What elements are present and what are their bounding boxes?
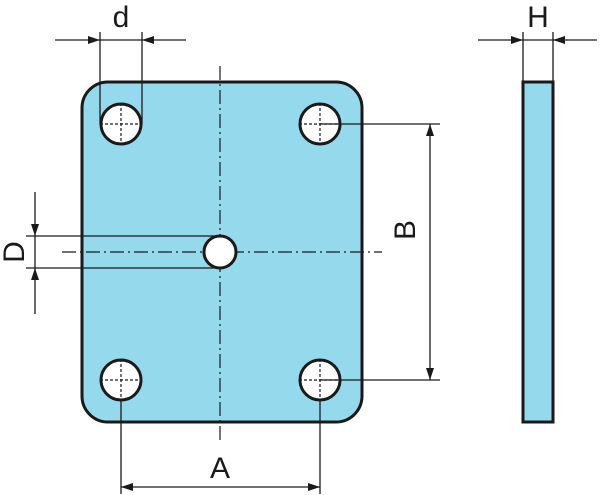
dimension-B: B (320, 123, 440, 381)
dimension-A: A (120, 400, 321, 494)
dimension-A-label: A (210, 452, 230, 485)
center-hole (202, 234, 238, 270)
corner-hole-top-left (99, 102, 143, 146)
dimension-D: D (0, 192, 220, 314)
plate-side-view (521, 80, 555, 424)
dimension-d: d (55, 1, 186, 124)
dimension-d-label: d (113, 1, 130, 34)
dimension-B-label: B (389, 220, 422, 240)
dimension-H-label: H (527, 1, 549, 34)
dimension-D-label: D (0, 241, 31, 263)
dimension-H: H (478, 1, 597, 82)
corner-hole-bottom-left (99, 358, 143, 402)
